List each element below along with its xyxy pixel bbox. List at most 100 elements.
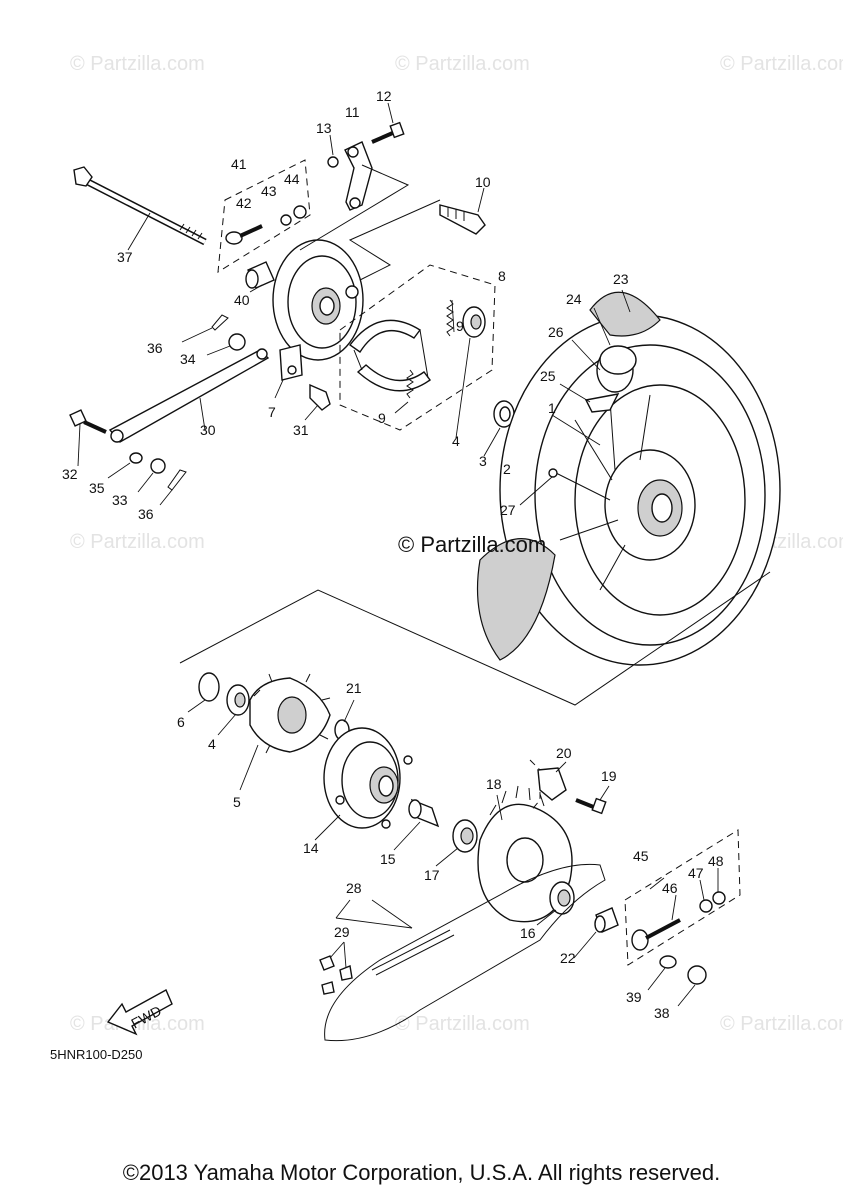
brake-shoes <box>349 319 431 392</box>
callout-12: 12 <box>376 88 392 104</box>
washer-47 <box>699 899 713 913</box>
callout-11: 11 <box>345 104 360 120</box>
diagram-code: 5HNR100-D250 <box>50 1047 143 1062</box>
callout-39: 39 <box>626 989 642 1005</box>
clutch-hub <box>323 727 413 829</box>
callout-16: 16 <box>520 925 536 941</box>
watermark: © Partzilla.com <box>395 53 530 75</box>
callout-35: 35 <box>89 480 105 496</box>
o-ring-6 <box>198 672 220 702</box>
copyright-footer: ©2013 Yamaha Motor Corporation, U.S.A. A… <box>122 1160 721 1185</box>
watermark: © Partzilla.com <box>720 1013 843 1035</box>
nut-33 <box>150 458 166 474</box>
cam-lever <box>344 141 373 211</box>
bolt-19 <box>575 797 607 815</box>
bolt-46 <box>631 918 681 951</box>
seal-16 <box>549 881 575 915</box>
callout-1: 1 <box>548 400 556 416</box>
callout-31: 31 <box>293 422 309 438</box>
collar-22 <box>594 907 619 933</box>
callout-32: 32 <box>62 466 78 482</box>
brake-panel <box>272 239 364 381</box>
callout-45: 45 <box>633 848 649 864</box>
nut-38 <box>687 965 707 985</box>
callout-10: 10 <box>475 174 491 190</box>
callout-9: 9 <box>456 318 464 334</box>
callout-15: 15 <box>380 851 396 867</box>
callout-13: 13 <box>316 120 332 136</box>
spring-upper <box>446 299 454 337</box>
washer-35 <box>129 452 143 464</box>
callout-6: 6 <box>177 714 185 730</box>
callout-14: 14 <box>303 840 319 856</box>
nut-48 <box>712 891 726 905</box>
drive-chain <box>324 863 606 1042</box>
tube-26 <box>596 345 637 393</box>
bearing-4-upper <box>462 306 486 338</box>
axle <box>73 166 207 246</box>
pivot-31 <box>309 383 331 411</box>
assembly-line <box>348 199 441 281</box>
torque-rod <box>108 348 270 443</box>
center-watermark: © Partzilla.com <box>398 532 546 557</box>
callout-28: 28 <box>346 880 362 896</box>
callout-3: 3 <box>479 453 487 469</box>
callout-41: 41 <box>231 156 247 172</box>
bolt-32 <box>69 409 107 434</box>
callout-46: 46 <box>662 880 678 896</box>
callout-27: 27 <box>500 502 516 518</box>
callout-48: 48 <box>708 853 724 869</box>
nut-13 <box>327 156 339 168</box>
callout-38: 38 <box>654 1005 670 1021</box>
assembly-line <box>179 571 771 706</box>
locking-washer-20 <box>537 767 567 801</box>
bearing-4-lower <box>226 684 250 716</box>
washer-39 <box>659 955 677 969</box>
spring-lower <box>406 369 414 399</box>
washer-43 <box>280 214 292 226</box>
bolt-42 <box>225 224 263 245</box>
group-8-outline <box>339 264 496 431</box>
callout-29: 29 <box>334 924 350 940</box>
callout-40: 40 <box>234 292 250 308</box>
callout-26: 26 <box>548 324 564 340</box>
nut-44 <box>293 205 307 219</box>
callout-43: 43 <box>261 183 277 199</box>
cotter-pin-36 <box>211 314 229 331</box>
nipple-27 <box>548 468 558 478</box>
callout-34: 34 <box>180 351 196 367</box>
callout-labels: 1 2 3 4 4 5 6 7 8 9 9 10 11 12 13 14 15 … <box>62 88 724 1021</box>
watermarks: © Partzilla.com © Partzilla.com © Partzi… <box>70 53 843 1035</box>
brake-cam <box>439 204 486 235</box>
callout-47: 47 <box>688 865 704 881</box>
callout-19: 19 <box>601 768 617 784</box>
callout-21: 21 <box>346 680 362 696</box>
rim-band-25 <box>584 393 620 413</box>
callout-7: 7 <box>268 404 276 420</box>
nut-34 <box>228 333 246 351</box>
callout-4: 4 <box>208 736 216 752</box>
damper-5 <box>249 673 331 754</box>
callout-23: 23 <box>613 271 629 287</box>
callout-36: 36 <box>138 506 154 522</box>
collar-40 <box>245 261 275 289</box>
group-41-outline <box>217 159 311 273</box>
callout-30: 30 <box>200 422 216 438</box>
chain-joint-29 <box>319 955 353 995</box>
callout-2: 2 <box>503 461 511 477</box>
callout-8: 8 <box>498 268 506 284</box>
callout-17: 17 <box>424 867 440 883</box>
bracket-20-outline <box>529 759 541 813</box>
bolt-12 <box>371 121 405 144</box>
callout-20: 20 <box>556 745 572 761</box>
callout-22: 22 <box>560 950 576 966</box>
callout-44: 44 <box>284 171 300 187</box>
callout-25: 25 <box>540 368 556 384</box>
group-45-outline <box>624 829 741 966</box>
watermark: © Partzilla.com <box>70 531 205 553</box>
collar-15 <box>408 798 440 828</box>
cotter-pin-36-lower <box>167 469 187 491</box>
watermark: © Partzilla.com <box>70 53 205 75</box>
callout-5: 5 <box>233 794 241 810</box>
assembly-line <box>299 164 410 251</box>
